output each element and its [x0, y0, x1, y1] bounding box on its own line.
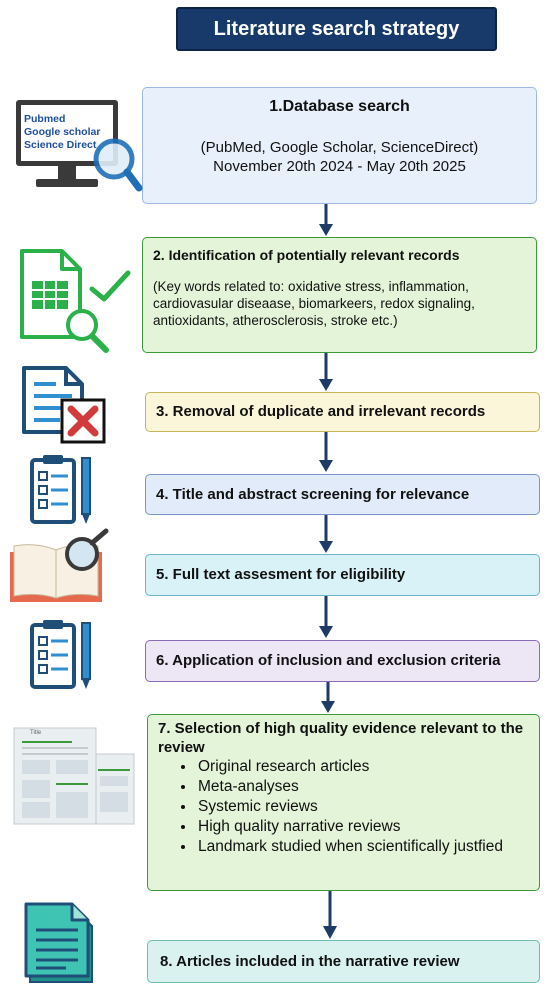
step-7-label: 7. Selection of high quality evidence re…: [158, 720, 524, 756]
step-8-label: 8. Articles included in the narrative re…: [160, 952, 460, 970]
doc-title-text: Title: [30, 730, 42, 736]
document-delete-icon: [20, 364, 110, 446]
arrow-7-8: [323, 891, 337, 939]
bullet-item: Meta-analyses: [196, 777, 529, 797]
monitor-text-line: Google scholar: [24, 126, 101, 138]
arrow-6-7: [321, 682, 335, 713]
step-5-label: 5. Full text assesment for eligibility: [156, 566, 406, 583]
step-1-box: 1.Database search (PubMed, Google Schola…: [142, 87, 537, 204]
clipboard-checklist-icon: [28, 617, 100, 691]
step-4-box: 4. Title and abstract screening for rele…: [145, 474, 540, 515]
step-2-detail: (Key words related to: oxidative stress,…: [153, 279, 475, 328]
step-4-label: 4. Title and abstract screening for rele…: [156, 485, 470, 503]
diagram-title: Literature search strategy: [176, 7, 497, 51]
arrow-2-3: [319, 353, 333, 391]
step-7-bullet-list: Original research articles Meta-analyses…: [158, 757, 529, 857]
step-3-box: 3. Removal of duplicate and irrelevant r…: [145, 392, 540, 432]
paper-pages-icon: Title: [12, 726, 136, 826]
step-1-detail-line2: November 20th 2024 - May 20th 2025: [213, 158, 466, 175]
monitor-search-icon: Pubmed Google scholar Science Direct: [14, 98, 144, 202]
spreadsheet-search-icon: [16, 245, 138, 355]
bullet-item: Systemic reviews: [196, 797, 529, 817]
bullet-item: Original research articles: [196, 757, 529, 777]
step-2-box: 2. Identification of potentially relevan…: [142, 237, 537, 353]
bullet-item: Landmark studied when scientifically jus…: [196, 837, 529, 857]
arrow-1-2: [319, 204, 333, 236]
arrow-5-6: [319, 596, 333, 638]
document-stack-icon: [22, 896, 102, 986]
step-1-label: 1.Database search: [269, 98, 410, 115]
step-8-box: 8. Articles included in the narrative re…: [147, 940, 540, 983]
step-5-box: 5. Full text assesment for eligibility: [145, 554, 540, 596]
monitor-text-line: Pubmed: [24, 113, 66, 125]
step-6-box: 6. Application of inclusion and exclusio…: [145, 640, 540, 682]
arrow-4-5: [319, 515, 333, 553]
monitor-text-line: Science Direct: [24, 139, 97, 151]
step-3-label: 3. Removal of duplicate and irrelevant r…: [156, 403, 486, 420]
clipboard-checklist-icon: [28, 452, 100, 526]
arrow-3-4: [319, 432, 333, 472]
open-book-search-icon: [6, 528, 114, 606]
step-1-detail-line1: (PubMed, Google Scholar, ScienceDirect): [200, 139, 479, 156]
step-7-box: 7. Selection of high quality evidence re…: [147, 714, 540, 891]
bullet-item: High quality narrative reviews: [196, 817, 529, 837]
step-6-label: 6. Application of inclusion and exclusio…: [156, 652, 501, 669]
step-2-label: 2. Identification of potentially relevan…: [153, 247, 460, 263]
